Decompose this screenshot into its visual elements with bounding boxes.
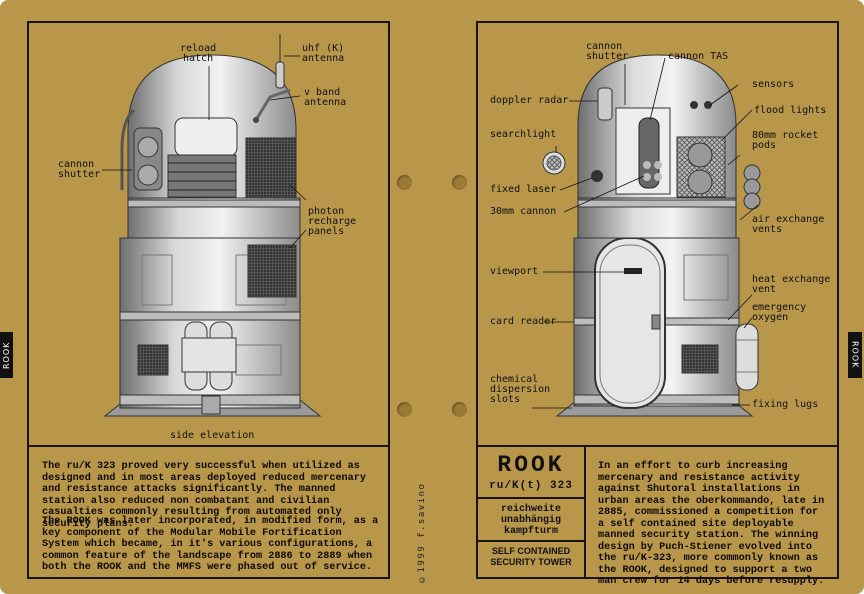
binder-hole — [452, 402, 467, 417]
label-cannon-tas: cannon TAS — [668, 51, 729, 62]
tower-front-elevation — [532, 54, 761, 417]
label-doppler-radar: doppler radar — [490, 95, 569, 106]
label-reload-hatch: reload hatch — [180, 43, 217, 64]
title-rook: ROOK — [497, 452, 565, 478]
subtitle: SELF CONTAINED SECURITY TOWER — [490, 546, 572, 567]
label-viewport: viewport — [490, 266, 539, 277]
label-cannon-shutter: cannon shutter — [586, 41, 629, 62]
divider — [478, 540, 584, 542]
side-tab-rook: ROOK — [848, 332, 862, 378]
right-page: ROOK — [432, 0, 864, 594]
left-page: ROOK — [0, 0, 432, 594]
label-fixed-laser: fixed laser — [490, 184, 557, 195]
text-frame — [27, 445, 390, 579]
caption-side-elevation: side elevation — [170, 430, 255, 441]
label-card-reader: card reader — [490, 316, 557, 327]
divider — [478, 497, 584, 499]
label-photon-panels: photon recharge panels — [308, 206, 357, 237]
label-uhf-antenna: uhf (K) antenna — [302, 43, 345, 64]
label-rocket-pods: 80mm rocket pods — [752, 130, 819, 151]
label-30mm-cannon: 30mm cannon — [490, 206, 557, 217]
designation: ru/K(t) 323 — [489, 480, 573, 492]
label-searchlight: searchlight — [490, 129, 557, 140]
left-paragraph-1: The ru/K 323 proved very successful when… — [42, 461, 367, 530]
label-flood-lights: flood lights — [754, 105, 827, 116]
label-emergency-oxygen: emergency oxygen — [752, 302, 807, 323]
title-block — [476, 445, 586, 579]
label-heat-exchange-vent: heat exchange vent — [752, 274, 831, 295]
tower-side-elevation — [102, 34, 322, 417]
binder-hole — [397, 402, 412, 417]
label-sensors: sensors — [752, 79, 795, 90]
label-chemical-dispersion: chemical dispersion slots — [490, 374, 551, 405]
label-fixing-lugs: fixing lugs — [752, 399, 819, 410]
label-cannon-shutter: cannon shutter — [58, 159, 101, 180]
label-air-exchange-vents: air exchange vents — [752, 214, 825, 235]
german-name: reichweite unabhängig kampfturm — [500, 504, 561, 537]
binder-hole — [452, 175, 467, 190]
left-paragraph-2: The ROOK was later incorporated, in modi… — [42, 516, 379, 573]
binder-hole — [397, 175, 412, 190]
right-paragraph: In an effort to curb increasing mercenar… — [598, 461, 825, 587]
copyright-credit: ©1999 f.savino — [417, 482, 427, 584]
label-v-band-antenna: v band antenna — [304, 87, 347, 108]
